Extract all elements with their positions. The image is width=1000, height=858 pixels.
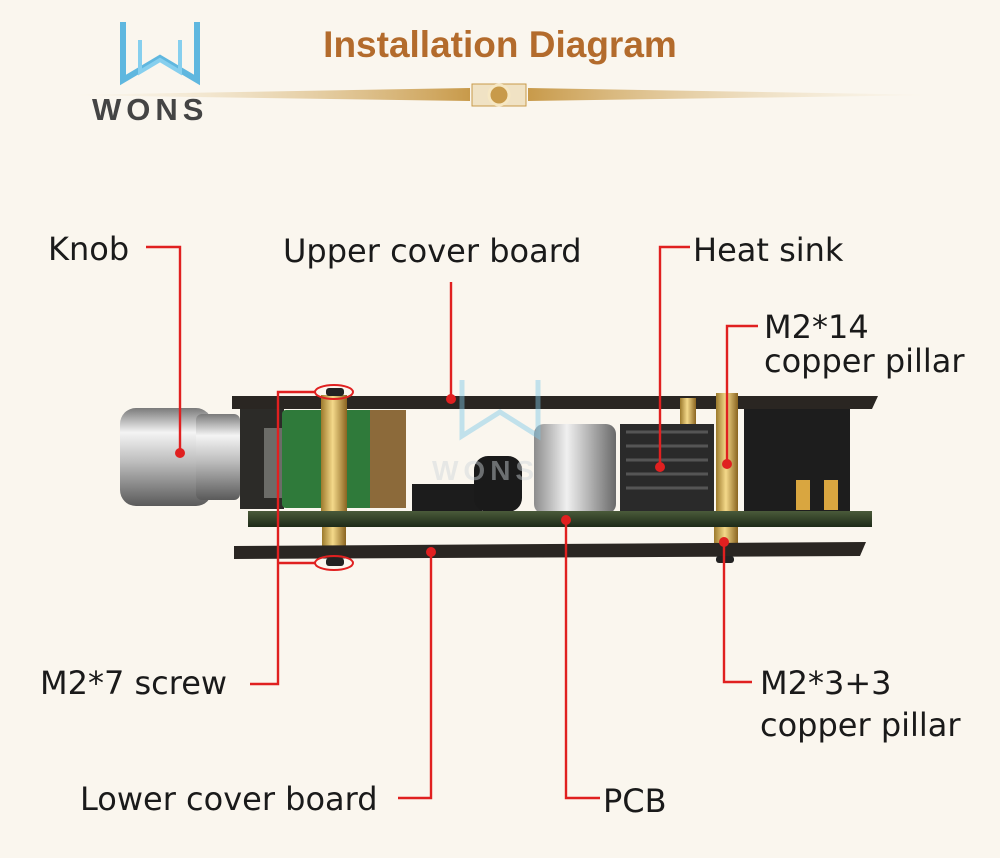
knob-leader [146,245,182,453]
label-m2-3-3-line2: copper pillar [760,706,961,744]
label-m2-14-line1: M2*14 [764,308,869,346]
label-heat-sink: Heat sink [693,231,844,269]
m2-3-3-leader [722,542,752,684]
wons-logo-icon [120,22,200,86]
title-divider [62,83,938,107]
label-m2-14-line2: copper pillar [764,342,965,380]
heat-sink-leader [658,245,690,467]
watermark-text: WONS [432,455,539,486]
label-pcb: PCB [603,782,667,820]
watermark: WONS [432,380,541,486]
leader-lines [146,245,758,800]
lower-cover-board-shape [234,542,866,559]
lower-cover-leader [398,552,433,800]
leader-dots [175,394,732,557]
label-m2-3-3-line1: M2*3+3 [760,664,892,702]
label-knob: Knob [48,230,130,268]
label-lower-cover-board: Lower cover board [80,780,378,818]
page-title: Installation Diagram [323,24,677,65]
pcb-shape [248,511,872,527]
brand-logo-text: WONS [92,92,209,127]
label-m2-7-screw: M2*7 screw [40,664,228,702]
amplifier-board-assembly [120,384,878,571]
capacitor-shape [534,424,616,514]
upper-left-pillar-shape [321,395,347,511]
heat-sink-shape [620,424,714,514]
m2-7-leader [250,390,315,686]
pcb-leader [564,520,600,800]
m2-14-leader [725,324,758,464]
knob-shape [120,408,240,506]
label-upper-cover-board: Upper cover board [283,232,582,270]
